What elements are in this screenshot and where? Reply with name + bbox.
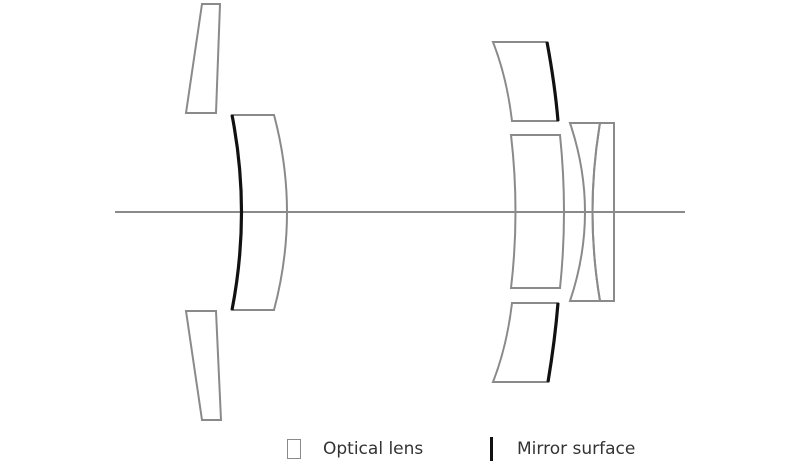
mirror-swatch-icon [490,437,493,461]
lens-small-planoconcave [591,122,615,302]
legend-optical-lens: Optical lens [287,436,423,462]
mirror-right-lower [546,302,560,383]
mirror-left-meniscus [230,114,244,311]
lens-top-left-wedge [184,3,222,114]
mirror-right-upper [545,41,560,122]
legend-mirror-surface: Mirror surface [490,436,635,462]
lens-bottom-left-wedge [184,310,223,421]
lens-right-center [509,134,565,289]
lens-right-lower [491,302,560,383]
legend-optical-lens-label: Optical lens [323,439,424,459]
legend-mirror-surface-label: Mirror surface [517,439,636,459]
lens-swatch-icon [287,439,301,459]
